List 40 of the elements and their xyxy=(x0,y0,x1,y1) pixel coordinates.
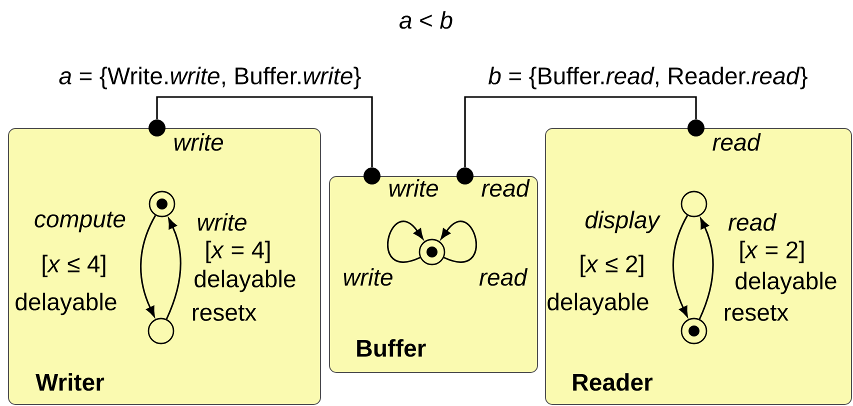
edge-label: display xyxy=(585,210,661,234)
connector-line xyxy=(156,96,373,168)
port-dot xyxy=(364,168,380,184)
initial-state xyxy=(418,238,446,266)
edge-label: compute xyxy=(34,212,126,232)
connector-line xyxy=(464,96,697,168)
edge-label: write xyxy=(344,268,392,286)
transition-arrow xyxy=(672,215,688,317)
initial-state xyxy=(148,190,176,218)
transition-annotation: delayable xyxy=(548,292,648,316)
transition-arrow xyxy=(440,220,477,262)
state-circle xyxy=(680,190,708,218)
transition-annotation: resetx xyxy=(724,305,788,321)
edge-label: read xyxy=(479,268,528,286)
port-label: write xyxy=(174,133,223,151)
port-dot xyxy=(148,120,166,136)
title: a < b xyxy=(400,11,452,29)
transition-annotation: [x = 4] xyxy=(206,240,270,264)
transition-annotation: resetx xyxy=(192,305,256,321)
initial-state xyxy=(680,318,708,344)
port-dot xyxy=(688,120,704,136)
transition-arrow xyxy=(166,218,182,320)
edge-label: a = {Write.write, Buffer.write} xyxy=(59,66,361,90)
edge-label: read xyxy=(728,213,777,231)
transition-arrow xyxy=(698,218,714,320)
port-dot xyxy=(456,168,474,184)
port-label: write xyxy=(389,179,438,197)
state-circle xyxy=(148,318,174,344)
transition-annotation: [x ≤ 4] xyxy=(42,254,106,278)
port-label: read xyxy=(482,179,530,197)
transition-arrow xyxy=(140,215,156,317)
edge-label: b = {Buffer.read, Reader.read} xyxy=(488,66,808,90)
transition-annotation: [x = 2] xyxy=(740,240,804,264)
edge-label: write xyxy=(198,213,246,231)
port-label: read xyxy=(712,133,761,151)
transition-annotation: delayable xyxy=(16,292,116,316)
transition-annotation: delayable xyxy=(736,272,836,294)
transition-arrow xyxy=(387,220,424,262)
transition-annotation: [x ≤ 2] xyxy=(580,254,644,278)
transition-annotation: delayable xyxy=(194,270,296,292)
